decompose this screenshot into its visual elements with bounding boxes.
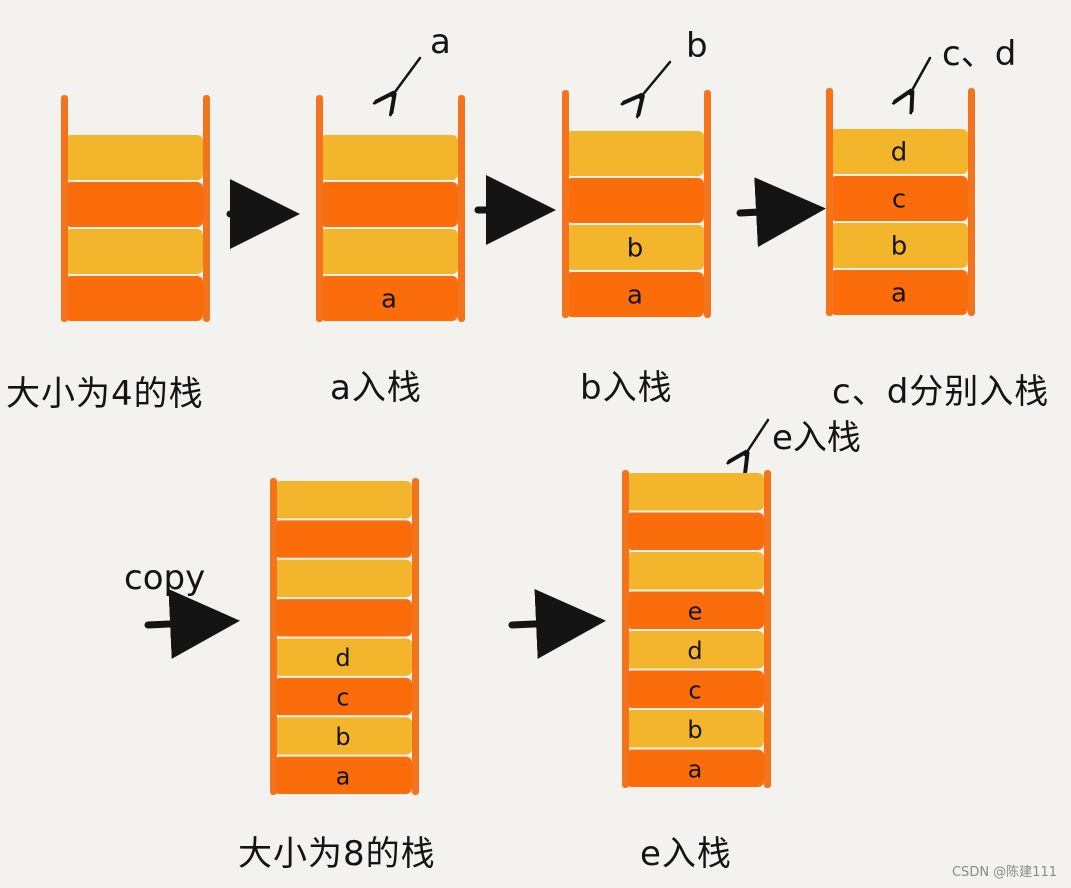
stack-left-wall xyxy=(826,88,833,316)
stack-2: a xyxy=(316,95,465,322)
pointer-label-cd: c、d xyxy=(942,34,1017,74)
stack-slot xyxy=(274,520,412,558)
stack-slot xyxy=(274,559,412,598)
stack-slot xyxy=(65,135,203,180)
stack-left-wall xyxy=(562,90,569,318)
stack-item-label: d xyxy=(891,138,908,168)
watermark: CSDN @陈建111 xyxy=(951,865,1057,880)
pointer-arrow-cd xyxy=(910,56,932,94)
stack-left-wall xyxy=(316,95,323,322)
flow-arrow-copy xyxy=(144,589,240,659)
stack-slot xyxy=(830,176,968,221)
stack-slot xyxy=(320,229,458,274)
stack-right-wall xyxy=(458,95,465,322)
stack-slot xyxy=(274,677,412,716)
stack-slot xyxy=(274,717,412,755)
pointer-arrow-b xyxy=(640,60,672,98)
stack-item-label: a xyxy=(688,755,703,783)
stack-right-wall xyxy=(203,95,210,322)
caption-stack-1: 大小为4的栈 xyxy=(6,374,204,414)
stack-slot xyxy=(626,512,764,550)
stack-right-wall xyxy=(412,478,419,795)
pointer-label-e: e入栈 xyxy=(772,418,861,458)
stack-right-wall xyxy=(704,90,711,318)
stack-slot xyxy=(65,182,203,227)
stack-slot xyxy=(830,129,968,174)
stack-item-label: b xyxy=(627,234,644,264)
stack-slot xyxy=(830,223,968,268)
stack-slot xyxy=(566,131,704,176)
stack-item-label: b xyxy=(335,723,350,751)
pointer-label-b: b xyxy=(686,26,708,66)
stack-slot xyxy=(566,272,704,317)
stack-slot xyxy=(626,710,764,748)
stack-item-label: d xyxy=(687,637,702,665)
caption-stack-3: b入栈 xyxy=(580,368,673,408)
stack-slot xyxy=(320,135,458,180)
stack-item-label: a xyxy=(627,281,643,311)
stack-slot xyxy=(830,270,968,315)
stack-left-wall xyxy=(622,470,629,788)
stack-slot xyxy=(626,591,764,629)
stack-slot xyxy=(626,670,764,708)
stack-right-wall xyxy=(968,88,975,316)
stack-left-wall xyxy=(61,95,68,322)
caption-stack-6: e入栈 xyxy=(640,834,732,874)
stack-item-label: c xyxy=(892,185,906,215)
stack-item-label: b xyxy=(891,232,908,262)
stack-item-label: b xyxy=(687,716,702,744)
stack-right-wall xyxy=(764,470,771,788)
stack-slot xyxy=(274,756,412,794)
caption-stack-5: 大小为8的栈 xyxy=(238,834,436,874)
caption-stack-2: a入栈 xyxy=(330,368,422,408)
stack-slot xyxy=(320,276,458,321)
stack-slot xyxy=(626,473,764,511)
stack-slot xyxy=(566,225,704,270)
stack-item-label: a xyxy=(381,285,397,315)
stack-1 xyxy=(61,95,210,322)
stack-item-label: a xyxy=(336,762,351,790)
stack-slot xyxy=(274,599,412,637)
stack-item-label: d xyxy=(335,644,350,672)
stack-slot xyxy=(320,182,458,227)
stack-slot xyxy=(65,276,203,321)
flow-arrow-4 xyxy=(508,588,606,659)
stack-item-label: e xyxy=(688,597,703,625)
stack-slot xyxy=(274,638,412,676)
stack-slot xyxy=(626,552,764,590)
stack-left-wall xyxy=(270,478,277,795)
stack-3: ab xyxy=(562,90,711,318)
stack-item-label: a xyxy=(891,279,907,309)
caption-stack-4: c、d分别入栈 xyxy=(832,372,1050,412)
stack-slot xyxy=(626,749,764,787)
pointer-arrow-a xyxy=(392,56,422,96)
stack-slot xyxy=(626,631,764,669)
pointer-label-a: a xyxy=(430,22,451,62)
flow-arrow-3 xyxy=(736,177,826,248)
stack-slot xyxy=(65,229,203,274)
pointer-arrow-e xyxy=(745,418,770,455)
stack-item-label: c xyxy=(688,676,701,704)
copy-label: copy xyxy=(124,558,206,598)
stack-slot xyxy=(274,481,412,519)
stack-item-label: c xyxy=(336,684,349,712)
stack-slot xyxy=(566,178,704,223)
